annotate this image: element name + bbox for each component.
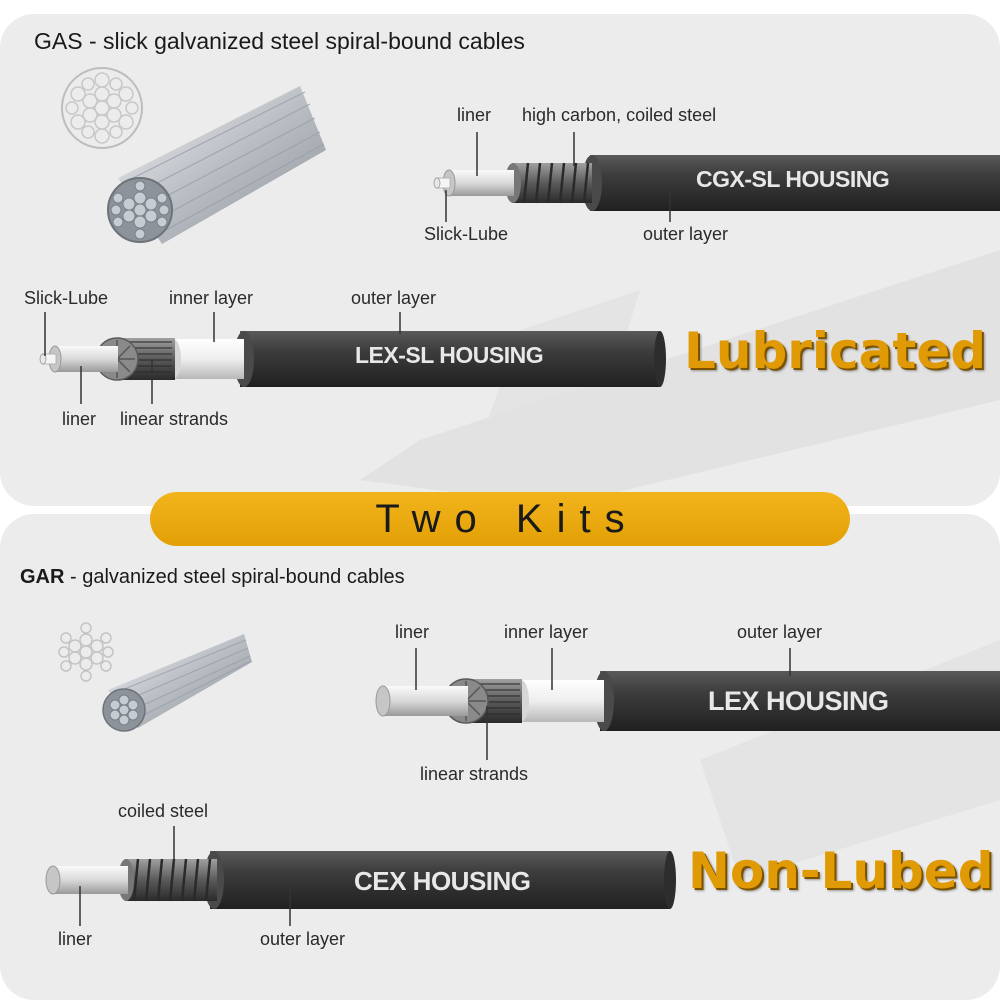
gas-kit-heading: GAS - slick galvanized steel spiral-boun…: [34, 28, 525, 54]
lex-liner-label: liner: [395, 622, 430, 642]
lex-sl-callout-lines: [44, 312, 401, 404]
lex-sl-linear-strands-label: linear strands: [120, 409, 229, 429]
lex-sl-inner-layer-label: inner layer: [169, 288, 254, 308]
cgx-high-carbon-label: high carbon, coiled steel: [522, 105, 717, 125]
lex-sl-liner-label: liner: [62, 409, 97, 429]
lex-sl-cable-illustration: [39, 331, 666, 387]
gar-kit-heading: GAR - galvanized steel spiral-bound cabl…: [20, 566, 405, 589]
lex-inner-layer-label: inner layer: [504, 622, 589, 642]
cex-outer-layer-label: outer layer: [260, 929, 346, 949]
lex-callout-lines: [415, 648, 791, 760]
cgx-callout-lines: [445, 132, 671, 222]
lex-sl-housing-label: LEX-SL HOUSING: [355, 342, 544, 368]
gar-kit-code: GAR: [20, 566, 65, 588]
two-kits-banner: Two Kits: [150, 492, 850, 546]
lex-outer-layer-label: outer layer: [737, 622, 823, 642]
lex-housing-label: LEX HOUSING: [708, 686, 889, 716]
cgx-sl-housing-label: CGX-SL HOUSING: [696, 166, 890, 192]
lex-sl-slick-lube-label: Slick-Lube: [24, 288, 109, 308]
non-lubed-badge: Non-Lubed: [688, 842, 994, 900]
background-chevron: [360, 250, 1000, 506]
cgx-outer-layer-label: outer layer: [643, 224, 729, 244]
lex-sl-outer-layer-label: outer layer: [351, 288, 437, 308]
cex-coiled-steel-label: coiled steel: [118, 801, 209, 821]
gar-kit-description: - galvanized steel spiral-bound cables: [64, 566, 405, 588]
gas-wire-bundle-icon: [61, 67, 326, 244]
lex-cable-illustration: [375, 671, 1000, 731]
cex-callout-lines: [79, 826, 291, 926]
cex-liner-label: liner: [58, 929, 93, 949]
cex-housing-label: CEX HOUSING: [354, 866, 531, 896]
gar-wire-bundle-icon: [58, 622, 252, 732]
two-kits-label: Two Kits: [375, 496, 639, 541]
cgx-sl-cable-illustration: [433, 155, 1000, 211]
cgx-slick-lube-label: Slick-Lube: [424, 224, 509, 244]
cex-cable-illustration: [45, 851, 676, 909]
lex-linear-strands-label: linear strands: [420, 764, 529, 784]
cgx-liner-label: liner: [457, 105, 492, 125]
lubricated-badge: Lubricated: [684, 322, 987, 380]
